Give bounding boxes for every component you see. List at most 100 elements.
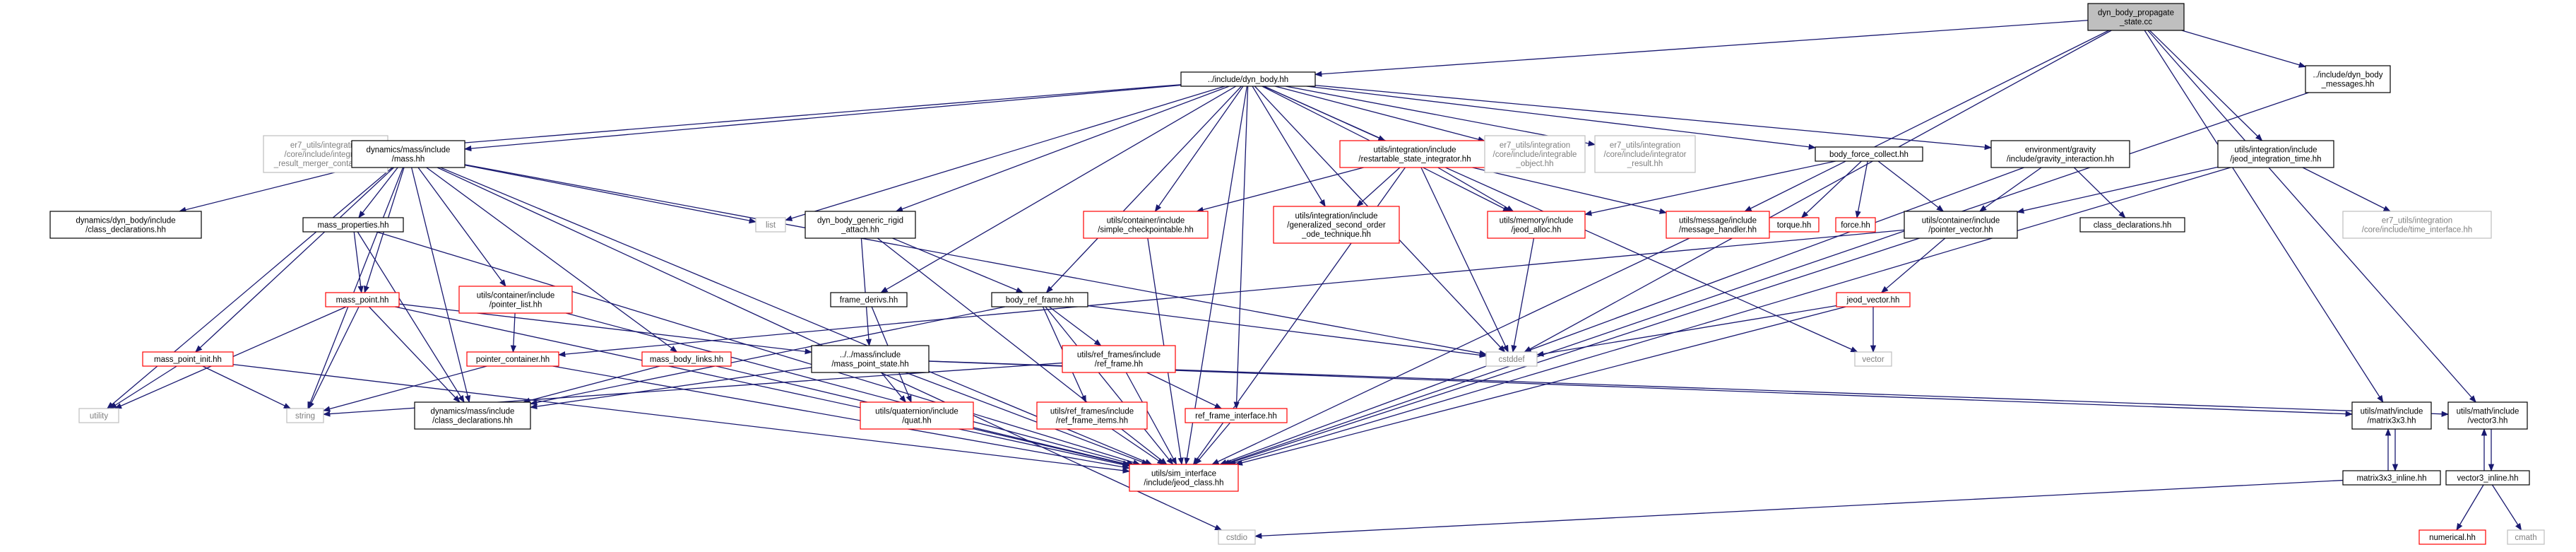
node-er7result[interactable]: er7_utils/integration/core/include/integ… <box>1594 135 1696 173</box>
node-pointercont[interactable]: pointer_container.hh <box>466 351 559 367</box>
node-matrix3[interactable]: utils/math/include/matrix3x3.hh <box>2351 401 2432 430</box>
node-dynbody[interactable]: ../include/dyn_body.hh <box>1180 71 1316 87</box>
node-vector[interactable]: vector <box>1854 351 1892 367</box>
node-refitems[interactable]: utils/ref_frames/include/ref_frame_items… <box>1036 401 1148 430</box>
edge-dynbody-to-bodyforce <box>1306 86 1817 150</box>
node-box <box>2217 140 2334 168</box>
node-box <box>1036 401 1148 430</box>
node-root: dyn_body_propagate_state.cc <box>2087 3 2185 31</box>
node-box <box>991 292 1088 307</box>
node-massbodylinks[interactable]: mass_body_links.hh <box>641 351 732 367</box>
node-er7time[interactable]: er7_utils/integration/core/include/time_… <box>2342 211 2492 239</box>
node-er7integ[interactable]: er7_utils/integration/core/include/integ… <box>1484 135 1586 173</box>
node-label-line: vector <box>1862 356 1884 364</box>
edge-dynbody-to-list <box>785 86 1225 221</box>
node-label-line: numerical.hh <box>2429 534 2476 542</box>
node-bodyref[interactable]: body_ref_frame.hh <box>991 292 1088 307</box>
node-pointervec[interactable]: utils/container/include/pointer_vector.h… <box>1904 211 2018 239</box>
node-label-line: _attach.hh <box>841 226 879 235</box>
node-rigid[interactable]: dyn_body_generic_rigid_attach.hh <box>805 211 916 239</box>
edge-dynbody-to-gravity <box>1314 85 1993 151</box>
edge-jeodvector-to-jeodclass <box>1235 306 1846 466</box>
node-label-line: utils/ref_frames/include <box>1050 408 1134 416</box>
node-cstddef[interactable]: cstddef <box>1485 351 1538 367</box>
node-jeodvector[interactable]: jeod_vector.hh <box>1836 292 1911 307</box>
edge-restart-to-gensecond <box>1356 167 1401 207</box>
node-label-line: utils/sim_interface <box>1151 470 1216 478</box>
edge-bodyref-to-cstddef <box>1087 305 1488 358</box>
node-box <box>2087 3 2185 31</box>
node-quat[interactable]: utils/quaternion/include/quat.hh <box>860 401 974 430</box>
edge-masspoint-to-massdecl <box>369 306 461 403</box>
node-bodyforce[interactable]: body_force_collect.hh <box>1815 146 1923 162</box>
edge-mass-to-jeodclass <box>440 167 1153 465</box>
node-simplecp[interactable]: utils/container/include/simple_checkpoin… <box>1083 211 1209 239</box>
edge-restart-to-cstddef <box>1420 167 1509 353</box>
node-framederivs[interactable]: frame_derivs.hh <box>830 292 908 307</box>
node-cstdio[interactable]: cstdio <box>1218 529 1256 545</box>
node-label-line: _messages.hh <box>2321 81 2375 89</box>
node-mass[interactable]: dynamics/mass/include/mass.hh <box>351 140 465 168</box>
edge-gravity-to-pointervec <box>1978 167 2042 212</box>
node-list[interactable]: list <box>755 217 786 233</box>
node-force[interactable]: force.hh <box>1835 217 1876 233</box>
edge-dynbody-to-framederivs <box>880 86 1237 293</box>
node-classdecl[interactable]: class_declarations.hh <box>2079 217 2185 233</box>
node-box <box>805 211 916 239</box>
node-jeodalloc[interactable]: utils/memory/include/jeod_alloc.hh <box>1487 211 1586 239</box>
node-vector3[interactable]: utils/math/include/vector3.hh <box>2447 401 2528 430</box>
node-gravity[interactable]: environment/gravity/include/gravity_inte… <box>1990 140 2130 168</box>
node-massprop[interactable]: mass_properties.hh <box>302 217 404 233</box>
node-string[interactable]: string <box>286 408 324 423</box>
edge-pointervec-to-jeodclass <box>1224 237 1920 466</box>
node-label-line: utils/memory/include <box>1500 217 1574 225</box>
node-refframeinc[interactable]: utils/ref_frames/include/ref_frame.hh <box>1062 345 1176 373</box>
node-cmath[interactable]: cmath <box>2507 529 2545 545</box>
edge-mass-to-pointerlist <box>417 167 506 287</box>
node-box <box>1218 529 1256 545</box>
node-mpstate[interactable]: ../../mass/include/mass_point_state.hh <box>811 345 930 373</box>
edge-bodyforce-to-pointervec <box>1877 160 1945 212</box>
node-box <box>2447 401 2528 430</box>
edge-massprop-to-massdecl <box>357 231 465 403</box>
edge-mass-to-massdecl <box>411 167 471 404</box>
node-restart[interactable]: utils/integration/include/restartable_st… <box>1339 140 1490 168</box>
node-label-line: /restartable_state_integrator.hh <box>1358 155 1471 164</box>
node-label-line: utils/container/include <box>1107 217 1185 225</box>
node-box <box>1062 345 1176 373</box>
node-jeodclass[interactable]: utils/sim_interface/include/jeod_class.h… <box>1129 464 1239 492</box>
node-v3inline[interactable]: vector3_inline.hh <box>2445 470 2530 486</box>
node-label-line: cstddef <box>1498 356 1525 364</box>
edge-mass-to-massprop <box>358 167 398 218</box>
edge-gravity-to-jeodclass <box>1219 167 2024 465</box>
edge-mass-to-dyndecl <box>178 167 355 213</box>
node-gensecond[interactable]: utils/integration/include/generalized_se… <box>1273 206 1400 244</box>
node-refiface[interactable]: ref_frame_interface.hh <box>1185 408 1288 423</box>
node-torque[interactable]: torque.hh <box>1769 217 1820 233</box>
node-utility[interactable]: utility <box>78 408 119 423</box>
node-label-line: utils/container/include <box>1922 217 2000 225</box>
node-label-line: dynamics/mass/include <box>367 146 451 155</box>
node-label-line: _result_merger_container.hh <box>273 160 377 168</box>
node-label-line: utils/integration/include <box>1374 146 1456 155</box>
node-jeodtime[interactable]: utils/integration/include/jeod_integrati… <box>2217 140 2334 168</box>
node-m3inline[interactable]: matrix3x3_inline.hh <box>2342 470 2441 486</box>
edge-v3inline-to-cmath <box>2491 484 2522 531</box>
node-box <box>2507 529 2545 545</box>
node-numerical[interactable]: numerical.hh <box>2418 529 2486 545</box>
node-dynbodymsg[interactable]: ../include/dyn_body_messages.hh <box>2305 65 2391 93</box>
node-pointerlist[interactable]: utils/container/include/pointer_list.hh <box>458 286 573 314</box>
node-msghandler[interactable]: utils/message/include/message_handler.hh <box>1666 211 1770 239</box>
node-label-line: er7_utils/integration <box>1610 141 1680 150</box>
node-massdecl[interactable]: dynamics/mass/include/class_declarations… <box>414 401 531 430</box>
node-box <box>1083 211 1209 239</box>
node-dyndecl[interactable]: dynamics/dyn_body/include/class_declarat… <box>49 211 202 239</box>
node-masspointinit[interactable]: mass_point_init.hh <box>142 351 234 367</box>
node-label-line: frame_derivs.hh <box>840 296 898 305</box>
node-label-line: /jeod_integration_time.hh <box>2230 155 2321 164</box>
node-masspoint[interactable]: mass_point.hh <box>325 292 400 307</box>
edge-massprop-to-masspoint <box>353 231 364 294</box>
edge-pointervec-to-pointercont <box>557 229 1905 358</box>
edge-mass-to-cstddef <box>464 164 1488 356</box>
